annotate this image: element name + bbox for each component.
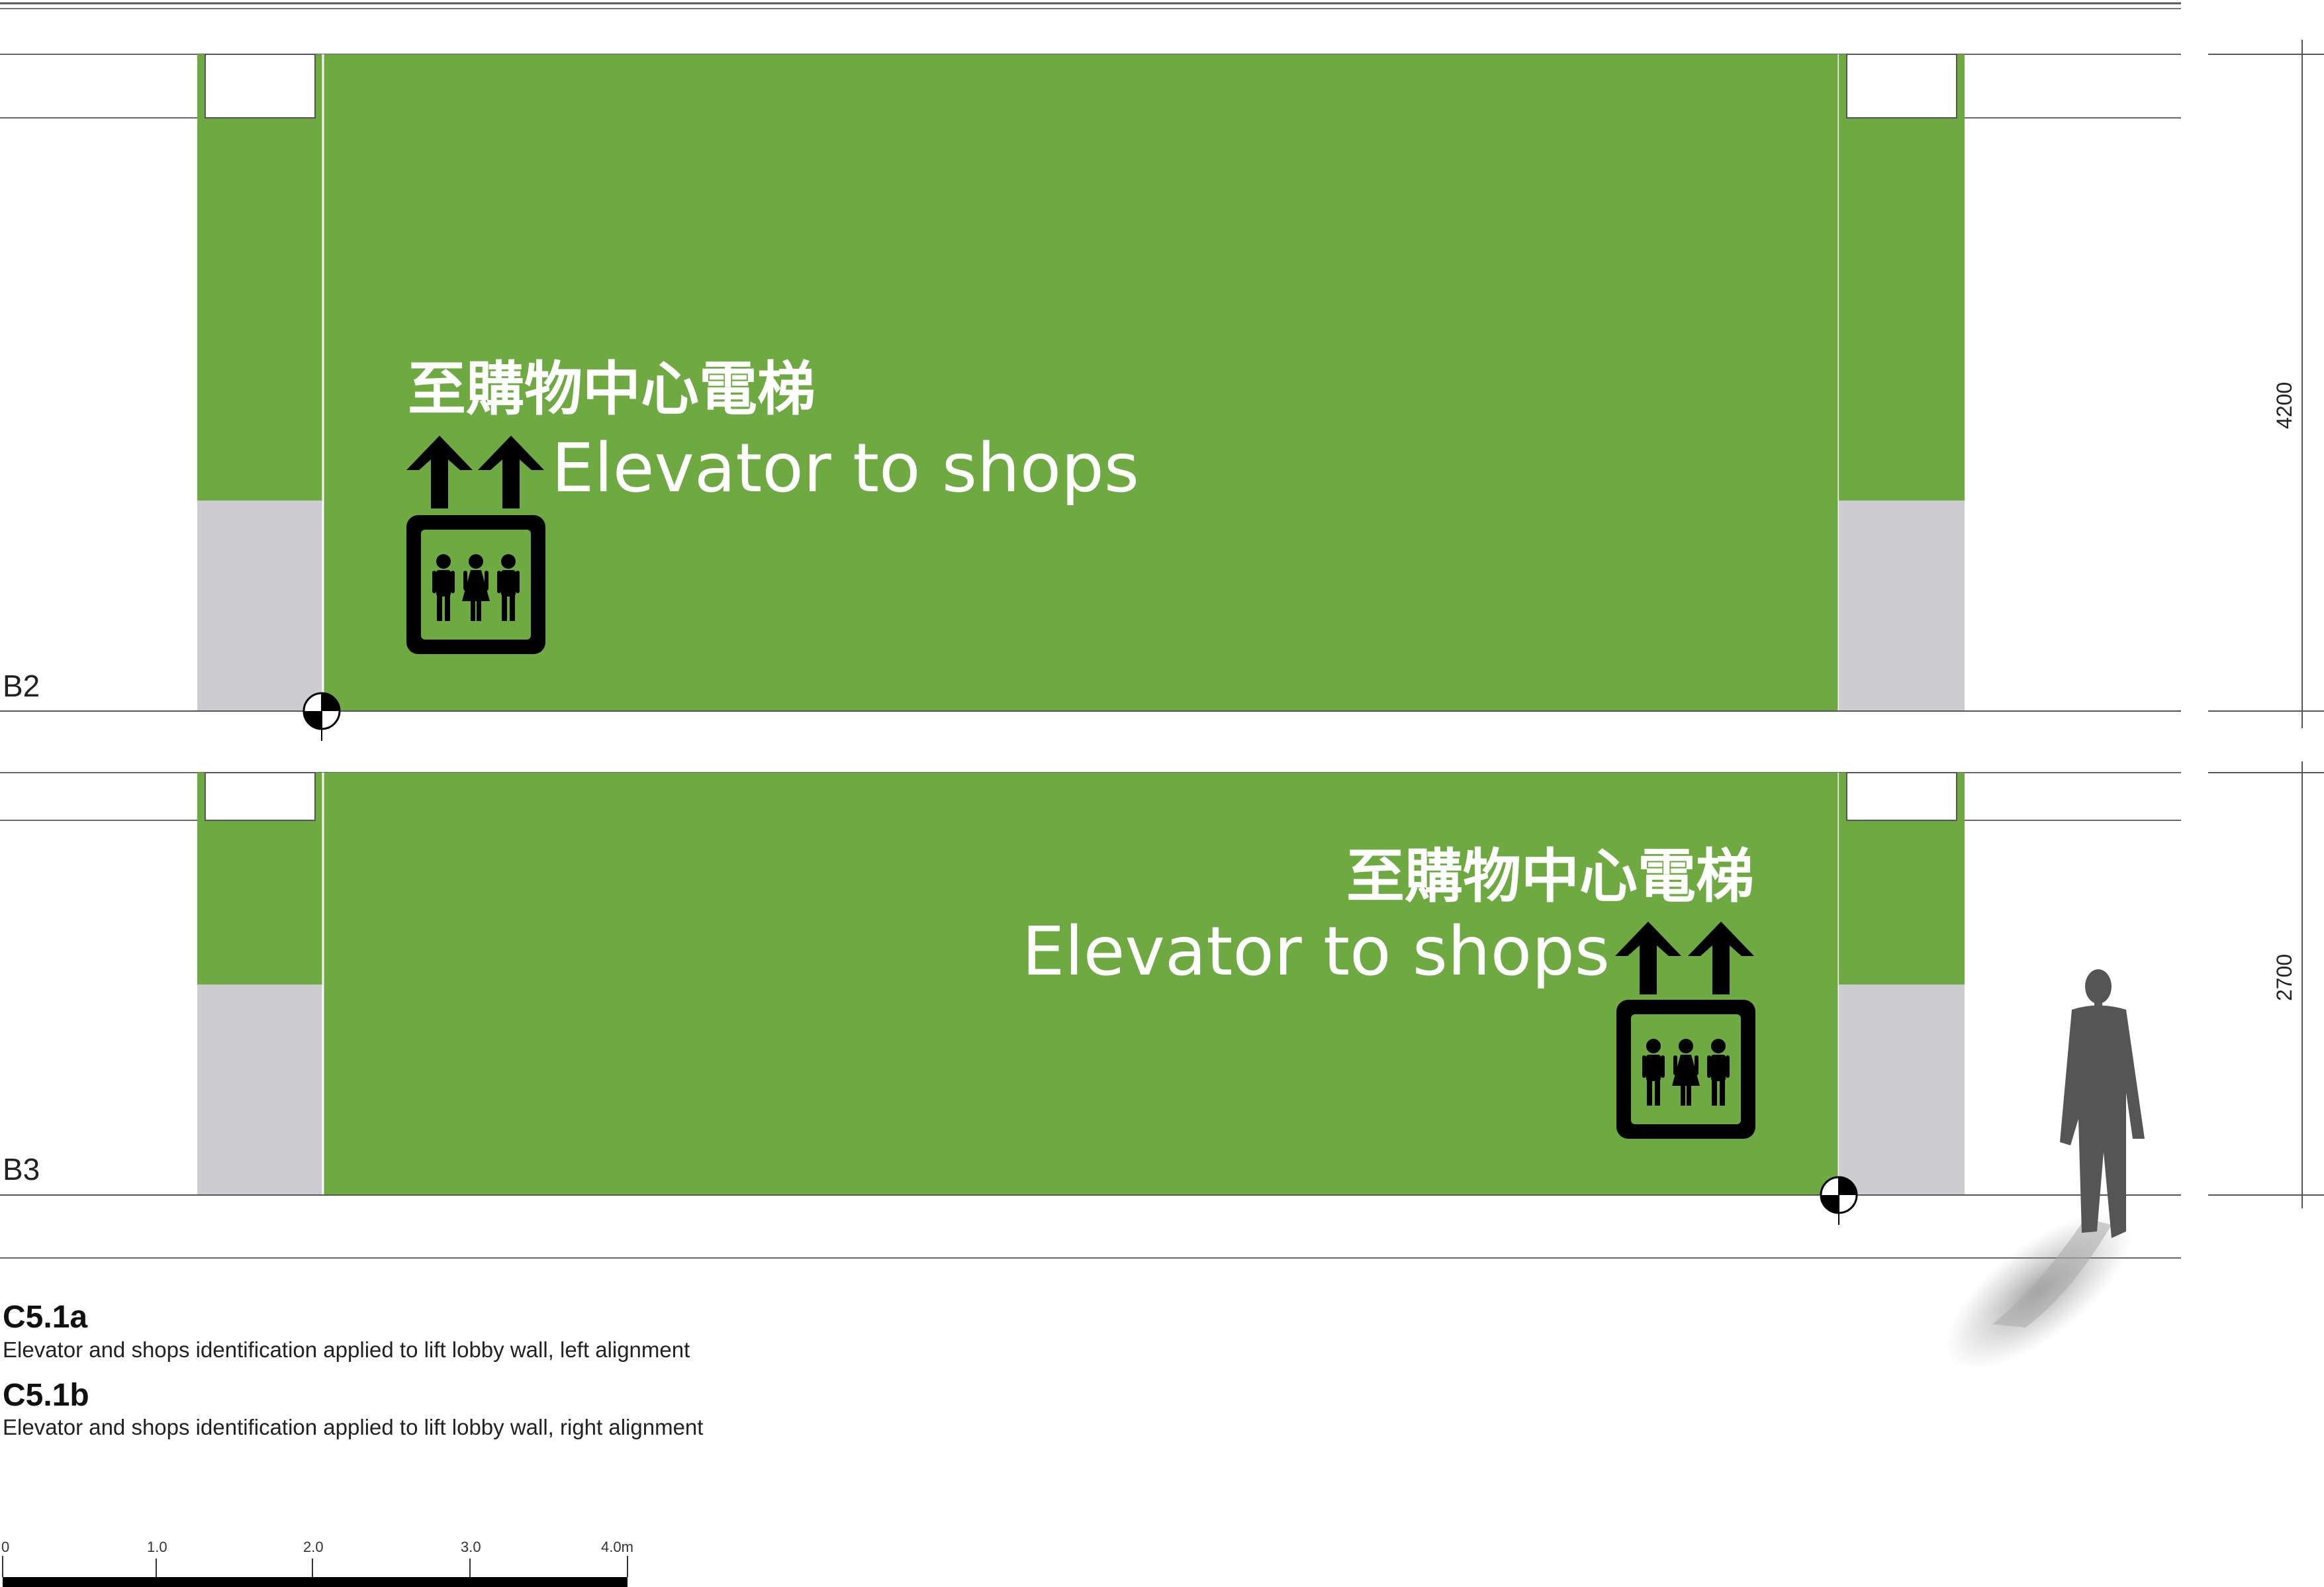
elevation-b3: 至購物中心電梯 Elevator to shops B3 2700 [0, 761, 2324, 1259]
sign-zh-b3: 至購物中心電梯 [1346, 842, 1754, 910]
scale-label: 2.0 [303, 1539, 324, 1555]
level-label-b3: B3 [3, 1152, 40, 1186]
datum-marker [1820, 1176, 1858, 1226]
person-silhouette-icon [1945, 969, 2145, 1370]
elevation-b2: 至購物中心電梯 Elevator to shops B2 4200 [0, 40, 2324, 742]
sign-en-b2: Elevator to shops [551, 429, 1139, 508]
scale-bar: 0 1.0 2.0 3.0 4.0m [1, 1539, 633, 1587]
scale-label: 1.0 [147, 1539, 167, 1555]
datum-marker [302, 692, 341, 742]
sign-panel-b2 [323, 54, 1839, 711]
elevator-people-icon [406, 515, 545, 654]
scale-label: 3.0 [461, 1539, 481, 1555]
sign-en-b3: Elevator to shops [1022, 912, 1610, 991]
dimension-b3: 2700 [2272, 954, 2296, 1001]
elevator-people-icon [1616, 1000, 1755, 1139]
scale-label: 4.0m [601, 1539, 633, 1555]
caption-text-a: Elevator and shops identification applie… [3, 1337, 690, 1362]
scale-label: 0 [1, 1539, 9, 1555]
dimension-b2: 4200 [2272, 382, 2296, 429]
caption-code-b: C5.1b [3, 1378, 89, 1413]
sign-panel-b3 [323, 773, 1839, 1195]
caption-text-b: Elevator and shops identification applie… [3, 1415, 704, 1439]
level-label-b2: B2 [3, 669, 40, 703]
sign-zh-b2: 至購物中心電梯 [408, 355, 815, 423]
caption-code-a: C5.1a [3, 1300, 88, 1335]
